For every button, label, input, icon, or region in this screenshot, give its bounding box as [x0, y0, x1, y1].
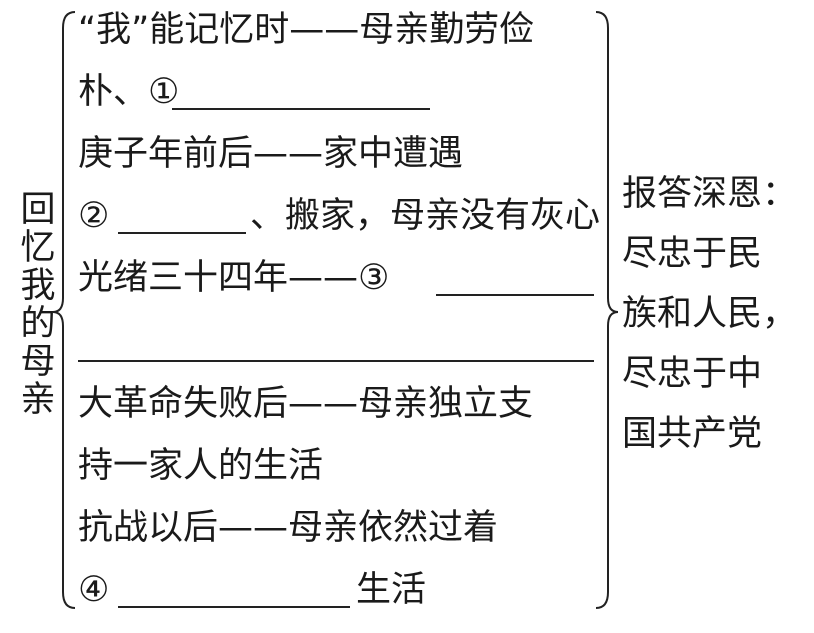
blank-1[interactable] [172, 108, 430, 110]
line-blank-2-prefix: ② [78, 196, 110, 236]
summary-line: 尽忠于民 [622, 234, 763, 274]
blank-4[interactable] [118, 606, 350, 608]
left-brace [52, 11, 76, 609]
title-char: 母 [20, 342, 56, 382]
title-char: 回 [20, 190, 56, 230]
line-support-family: 持一家人的生活 [78, 446, 324, 486]
line-gengzi: 庚子年前后——家中遭遇 [78, 134, 464, 174]
right-brace [595, 11, 619, 609]
line-moving: 、搬家，母亲没有灰心 [250, 196, 601, 236]
line-life: 生活 [356, 570, 427, 610]
blank-3b[interactable] [78, 360, 594, 362]
summary-line: 族和人民， [622, 294, 798, 334]
line-war: 抗战以后——母亲依然过着 [78, 508, 499, 548]
blank-2[interactable] [118, 232, 246, 234]
blank-3a[interactable] [436, 294, 594, 296]
line-guangxu: 光绪三十四年——③ [78, 258, 390, 298]
line-revolution: 大革命失败后——母亲独立支 [78, 384, 534, 424]
title-char: 亲 [20, 380, 56, 420]
title-char: 我 [20, 266, 56, 306]
line-blank-4-prefix: ④ [78, 570, 110, 610]
line-memory-start: “我”能记忆时——母亲勤劳俭 [78, 10, 535, 50]
summary-line: 国共产党 [622, 414, 763, 454]
summary-line: 报答深恩： [622, 174, 798, 214]
summary-line: 尽忠于中 [622, 354, 763, 394]
title-char: 忆 [20, 228, 56, 268]
line-blank-1-prefix: 朴、① [78, 72, 180, 112]
title-char: 的 [20, 304, 56, 344]
